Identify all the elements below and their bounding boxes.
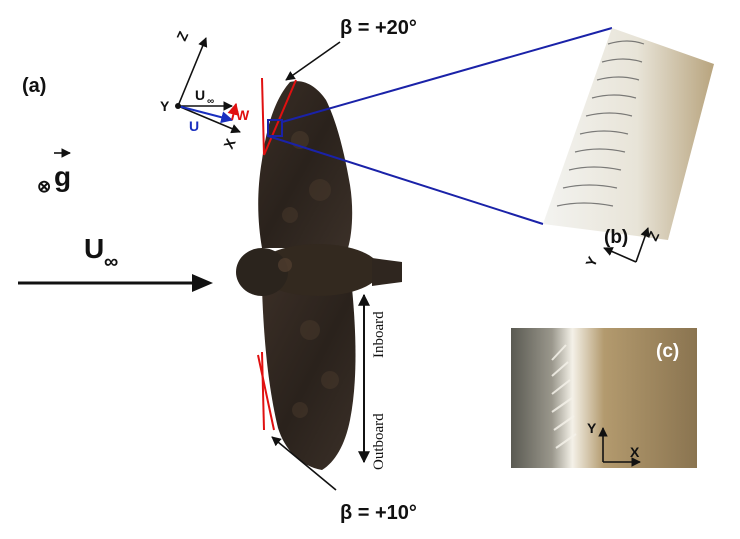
lower-leading-edge-line xyxy=(257,354,275,431)
inboard-label: Inboard xyxy=(371,311,387,358)
zoom-box xyxy=(267,119,283,137)
inset-w-label: W xyxy=(236,107,250,123)
inset-u-vector xyxy=(177,105,234,124)
panel-c-label: (c) xyxy=(656,341,679,362)
panel-b-photo xyxy=(543,28,714,240)
inset-x-label: X xyxy=(220,135,239,151)
panel-c-photo xyxy=(511,328,697,468)
lower-beta-label: β = +10° xyxy=(340,502,417,524)
inset-z-label: Z xyxy=(173,28,191,43)
upper-beta-label: β = +20° xyxy=(340,17,417,39)
panel-a-label: (a) xyxy=(22,75,46,97)
upper-beta-arrow xyxy=(285,41,341,81)
inset-u-label: U xyxy=(189,118,199,134)
gravity-symbol: g xyxy=(54,161,71,192)
inset-x-axis xyxy=(177,105,241,134)
leading-edge-angle-lines xyxy=(257,77,297,431)
panel-b-y-axis xyxy=(603,247,637,263)
inset-u-inf-label: U xyxy=(195,87,205,103)
inset-w-vector xyxy=(227,102,240,121)
panel-b-label: (b) xyxy=(604,227,628,248)
zoom-indicator xyxy=(267,27,613,225)
freestream-symbol: U xyxy=(84,233,104,264)
panel-c-y-label: Y xyxy=(587,420,597,436)
coordinate-inset xyxy=(175,37,241,134)
gravity-marker: ⊗ xyxy=(37,177,51,196)
inset-u-inf-subscript: ∞ xyxy=(207,96,214,107)
inset-y-label: Y xyxy=(160,98,170,114)
upper-leading-edge-line xyxy=(263,79,297,156)
serration-fringe xyxy=(551,344,577,449)
panel-c-x-label: X xyxy=(630,444,640,460)
outboard-label: Outboard xyxy=(371,413,387,470)
lower-reference-line xyxy=(261,351,265,431)
panel-b-z-axis xyxy=(635,227,650,263)
freestream-subscript: ∞ xyxy=(104,251,118,273)
feather-serrations xyxy=(556,40,645,207)
panel-c-axes xyxy=(598,427,641,467)
zoom-line-top xyxy=(281,27,613,123)
freestream-arrow-head xyxy=(192,274,213,292)
serration-photo xyxy=(511,328,697,468)
lower-beta-arrow xyxy=(271,436,337,491)
inset-z-axis xyxy=(177,37,208,107)
zoom-line-bottom xyxy=(267,135,544,225)
panel-b-y-label: Y xyxy=(582,253,601,269)
panel-b-axes xyxy=(603,227,650,263)
feather-image xyxy=(543,28,714,240)
owl-silhouette xyxy=(236,81,402,470)
inset-origin xyxy=(175,103,181,109)
upper-reference-line xyxy=(261,77,265,156)
